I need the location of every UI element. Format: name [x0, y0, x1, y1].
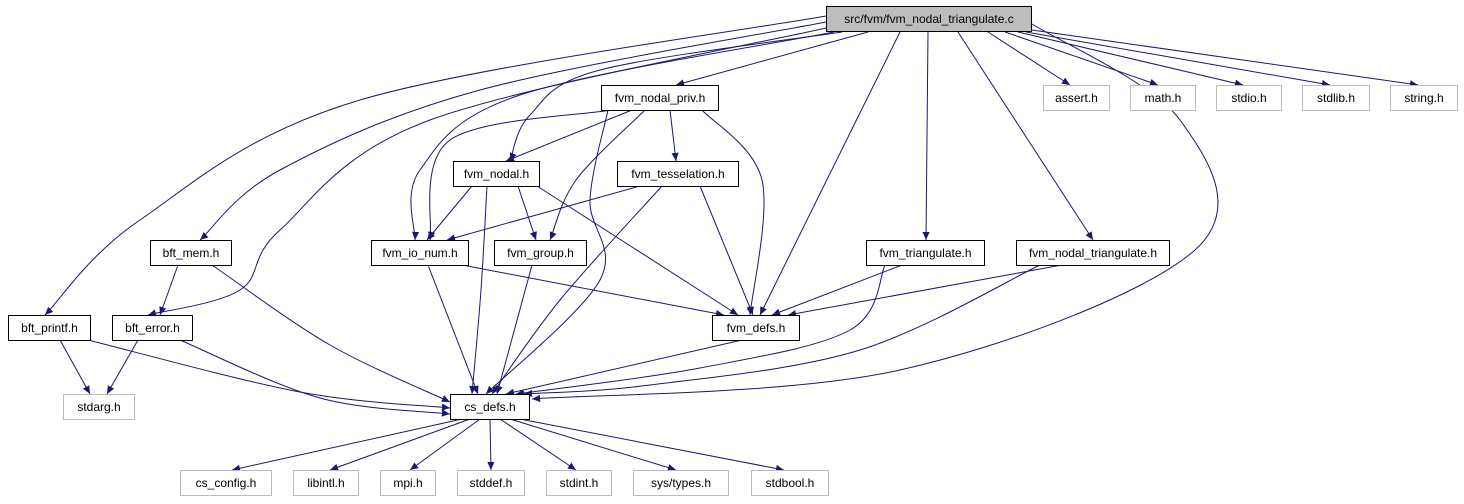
node-stdlib: stdlib.h: [1302, 85, 1370, 111]
node-stdio: stdio.h: [1216, 85, 1282, 111]
node-stdarg: stdarg.h: [63, 394, 135, 420]
edge-fvm_nodal_priv-to-fvm_group: [549, 109, 646, 241]
node-assert: assert.h: [1043, 85, 1110, 111]
edge-fvm_tesselation-to-cs_defs: [491, 185, 663, 395]
edge-fvm_nodal_priv-to-fvm_tesselation: [669, 109, 679, 162]
node-bft_mem[interactable]: bft_mem.h: [150, 240, 232, 266]
edge-main-to-bft_mem: [199, 21, 827, 241]
node-mpi: mpi.h: [380, 470, 436, 496]
node-fvm_triangulate[interactable]: fvm_triangulate.h: [866, 240, 985, 266]
node-fvm_io_num[interactable]: fvm_io_num.h: [371, 240, 469, 266]
edge-fvm_nodal-to-fvm_io_num: [426, 185, 473, 241]
edge-main-to-fvm_defs: [759, 31, 901, 316]
node-cs_defs[interactable]: cs_defs.h: [450, 394, 530, 420]
edge-cs_defs-to-libintl: [329, 418, 471, 471]
edge-fvm_nodal_triangulate_h-to-cs_defs: [523, 264, 1041, 398]
edge-fvm_tesselation-to-fvm_io_num: [446, 185, 641, 242]
edge-main-to-bft_error: [147, 27, 827, 317]
edge-main-to-string: [1031, 29, 1419, 88]
node-fvm_group[interactable]: fvm_group.h: [494, 240, 587, 266]
node-math: math.h: [1130, 85, 1196, 111]
edge-fvm_triangulate-to-fvm_defs: [771, 264, 903, 316]
node-fvm_tesselation[interactable]: fvm_tesselation.h: [617, 161, 739, 187]
edge-bft_printf-to-stdarg: [59, 339, 91, 395]
edge-bft_error-to-cs_defs: [179, 339, 451, 417]
edge-cs_defs-to-sys_types: [509, 418, 677, 472]
node-bft_error[interactable]: bft_error.h: [112, 315, 193, 341]
node-stdbool: stdbool.h: [751, 470, 829, 496]
edge-fvm_nodal_priv-to-cs_defs: [485, 109, 609, 395]
edge-main-to-fvm_triangulate: [922, 31, 930, 241]
edge-bft_mem-to-cs_defs: [211, 264, 451, 403]
edge-fvm_nodal-to-cs_defs: [469, 185, 488, 395]
edge-main-to-fvm_io_num: [410, 31, 835, 241]
edge-fvm_nodal-to-fvm_group: [517, 185, 537, 241]
node-libintl: libintl.h: [293, 470, 359, 496]
edge-cs_defs-to-mpi: [409, 418, 481, 471]
edge-cs_defs-to-stddef: [487, 418, 495, 471]
node-stddef: stddef.h: [457, 470, 525, 496]
edge-bft_printf-to-cs_defs: [87, 339, 451, 411]
edge-fvm_nodal_triangulate_h-to-fvm_defs: [787, 264, 1063, 318]
node-fvm_defs[interactable]: fvm_defs.h: [712, 315, 800, 341]
edge-main-to-cs_defs: [531, 23, 1219, 402]
edge-cs_defs-to-cs_config: [231, 418, 463, 472]
node-fvm_nodal_triangulate_h[interactable]: fvm_nodal_triangulate.h: [1016, 240, 1170, 266]
edge-fvm_nodal_priv-to-fvm_defs: [701, 109, 765, 316]
edge-fvm_triangulate-to-cs_defs: [515, 264, 886, 397]
edge-bft_error-to-stdarg: [106, 339, 139, 395]
edge-fvm_nodal-to-fvm_defs: [536, 185, 739, 316]
edge-main-to-math: [1004, 31, 1159, 86]
node-cs_config: cs_config.h: [180, 470, 272, 496]
node-fvm_nodal_priv[interactable]: fvm_nodal_priv.h: [601, 85, 719, 111]
node-main: src/fvm/fvm_nodal_triangulate.c: [826, 6, 1032, 32]
edge-fvm_io_num-to-fvm_defs: [461, 264, 725, 318]
edge-fvm_nodal_priv-to-fvm_io_num: [428, 109, 613, 241]
edge-main-to-assert: [987, 31, 1071, 86]
edge-main-to-bft_printf: [44, 15, 827, 316]
edge-bft_mem-to-bft_error: [159, 264, 179, 316]
edge-fvm_tesselation-to-fvm_defs: [699, 185, 754, 316]
edge-fvm_io_num-to-cs_defs: [427, 264, 479, 395]
edge-main-to-fvm_nodal_triangulate_h: [957, 31, 1094, 241]
edge-fvm_nodal_priv-to-fvm_nodal: [505, 109, 633, 162]
node-stdint: stdint.h: [546, 470, 612, 496]
node-string: string.h: [1390, 85, 1458, 111]
edge-cs_defs-to-stdbool: [519, 418, 785, 472]
edge-main-to-fvm_nodal: [509, 31, 843, 162]
edge-main-to-stdlib: [1025, 31, 1331, 88]
node-sys_types: sys/types.h: [633, 470, 729, 496]
edge-fvm_defs-to-cs_defs: [505, 339, 743, 396]
edge-cs_defs-to-stdint: [499, 418, 577, 471]
edge-main-to-stdio: [1017, 31, 1244, 87]
edge-main-to-fvm_nodal_priv: [675, 31, 869, 87]
node-bft_printf[interactable]: bft_printf.h: [8, 315, 91, 341]
node-fvm_nodal[interactable]: fvm_nodal.h: [453, 161, 540, 187]
edge-fvm_group-to-cs_defs: [495, 264, 533, 395]
